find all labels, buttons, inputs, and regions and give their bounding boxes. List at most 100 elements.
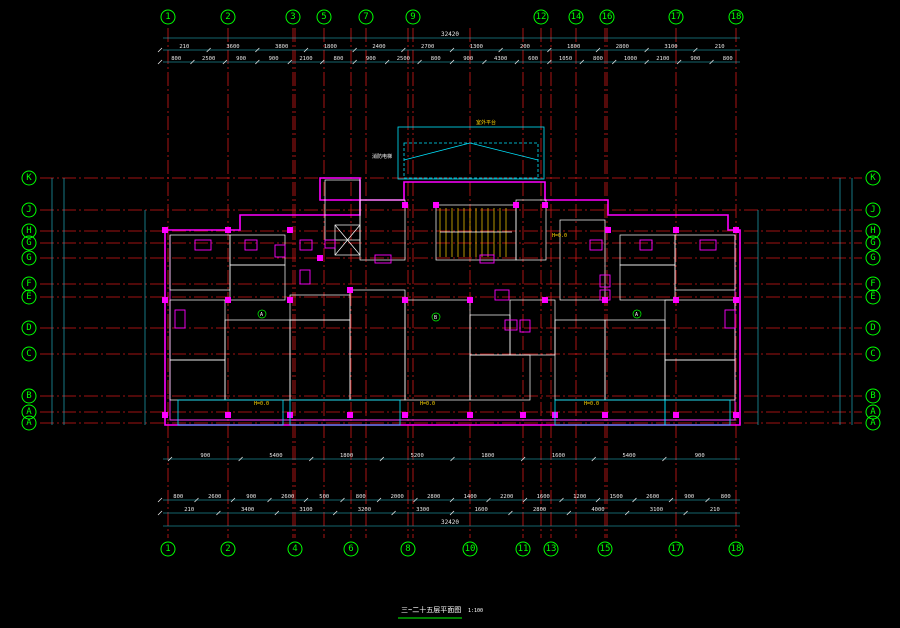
- svg-text:7: 7: [363, 12, 368, 22]
- dimension-tick: [514, 59, 520, 65]
- dimension-tick: [449, 47, 455, 53]
- bottom-dimension-label: 2800: [427, 494, 440, 500]
- svg-text:8: 8: [405, 544, 410, 554]
- dimension-tick: [693, 47, 698, 53]
- plan-dimension-label: 1800: [340, 453, 353, 459]
- column: [520, 412, 526, 418]
- dimension-tick: [401, 47, 406, 53]
- svg-text:10: 10: [465, 544, 476, 554]
- svg-text:2: 2: [225, 544, 230, 554]
- axis-bubble-top: 2: [220, 9, 236, 25]
- axis-bubble-right: H: [865, 223, 881, 239]
- dimension-tick: [632, 497, 637, 503]
- dimension-tick: [449, 510, 455, 516]
- svg-text:9: 9: [410, 12, 415, 22]
- dimension-tick: [486, 497, 491, 503]
- top-dimension-label: 3100: [664, 44, 677, 50]
- axis-bubble-right: B: [865, 388, 881, 404]
- dimension-tick: [391, 510, 396, 516]
- column: [225, 297, 231, 303]
- bottom-dimension-label: 2600: [281, 494, 294, 500]
- bottom-dimension-label: 3400: [241, 507, 254, 513]
- axis-bubble-left: E: [21, 289, 37, 305]
- axis-bubble-top: 17: [668, 9, 684, 25]
- dimension-tick: [190, 59, 195, 65]
- dimension-tick: [157, 497, 163, 503]
- column: [347, 412, 353, 418]
- axis-bubble-bottom: 2: [220, 541, 236, 557]
- dimension-tick: [624, 510, 630, 516]
- bottom-dimension-label: 2600: [646, 494, 659, 500]
- top-dimension-label: 800: [593, 56, 603, 62]
- axis-bubble-top: 7: [358, 9, 374, 25]
- top-dimension-label: 200: [520, 44, 530, 50]
- svg-text:17: 17: [671, 12, 682, 22]
- dimension-tick: [559, 497, 564, 503]
- svg-text:K: K: [26, 173, 32, 183]
- svg-text:13: 13: [546, 544, 557, 554]
- dimension-tick: [238, 456, 243, 462]
- elevation-mark-4: H=0.0: [552, 233, 567, 239]
- axis-bubble-left: G: [21, 250, 37, 266]
- svg-text:A: A: [26, 407, 32, 417]
- column: [602, 412, 608, 418]
- axis-bubble-right: K: [865, 170, 881, 186]
- roof-projection: 室外平台: [397, 119, 545, 180]
- dimension-tick: [255, 47, 260, 53]
- svg-text:5: 5: [321, 12, 326, 22]
- roof-note: 室外平台: [476, 119, 496, 126]
- top-dimension-label: 3800: [275, 44, 288, 50]
- dimension-tick: [579, 59, 585, 65]
- dimension-tick: [157, 510, 163, 516]
- bottom-dimension-label: 3100: [299, 507, 312, 513]
- fixture: [599, 274, 611, 288]
- svg-text:A: A: [26, 418, 32, 428]
- svg-text:G: G: [870, 253, 875, 263]
- axis-bubble-right: D: [865, 320, 881, 336]
- dimension-tick: [595, 47, 601, 53]
- svg-text:1: 1: [165, 544, 170, 554]
- dimension-tick: [662, 456, 667, 462]
- fixture: [699, 239, 717, 251]
- axis-bubble-bottom: 13: [543, 541, 559, 557]
- fixture: [194, 239, 212, 251]
- column: [317, 255, 323, 261]
- dimension-tick: [194, 497, 199, 503]
- svg-text:E: E: [26, 292, 31, 302]
- bottom-dimension-label: 800: [721, 494, 731, 500]
- svg-text:16: 16: [602, 12, 613, 22]
- axis-bubble-top: 1: [160, 9, 176, 25]
- axis-bubble-bottom: 6: [343, 541, 359, 557]
- column: [287, 227, 293, 233]
- fixture: [589, 239, 603, 251]
- bottom-dimension-label: 800: [356, 494, 366, 500]
- dimension-tick: [206, 47, 211, 53]
- top-dimension-label: 1800: [567, 44, 580, 50]
- axis-bubble-right: F: [865, 276, 881, 292]
- dimension-tick: [508, 510, 513, 516]
- bottom-dimension-label: 2600: [208, 494, 221, 500]
- plan-dimension-label: 5400: [622, 453, 635, 459]
- column: [673, 412, 679, 418]
- axis-bubble-left: D: [21, 320, 37, 336]
- axis-bubble-right: J: [865, 202, 881, 218]
- stair-note: 消防电梯: [372, 153, 392, 160]
- bottom-dimension-label: 3200: [358, 507, 371, 513]
- top-dimension-chain: 32420: [163, 31, 740, 63]
- axis-bubble-bottom: 10: [462, 541, 478, 557]
- top-dimension-label: 4300: [494, 56, 507, 62]
- fixture: [479, 254, 495, 264]
- dimension-tick: [319, 59, 325, 65]
- top-dimension-label: 800: [431, 56, 441, 62]
- svg-text:G: G: [870, 238, 875, 248]
- unit-label-left: A: [260, 312, 263, 318]
- dimension-tick: [287, 59, 293, 65]
- axis-bubble-top: 9: [405, 9, 421, 25]
- axis-bubble-top: 12: [533, 9, 549, 25]
- top-dimension-label: 900: [463, 56, 473, 62]
- dimension-tick: [591, 456, 597, 462]
- stair-treads: [439, 208, 512, 257]
- column: [347, 287, 353, 293]
- column: [402, 412, 408, 418]
- axis-bubble-left: G: [21, 235, 37, 251]
